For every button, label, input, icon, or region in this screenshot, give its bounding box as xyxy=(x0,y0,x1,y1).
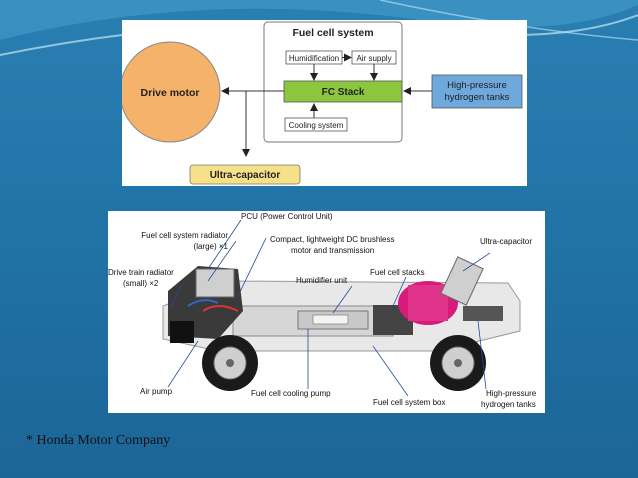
motor-label-1: Compact, lightweight DC brushless xyxy=(270,235,395,244)
cooling-system-box xyxy=(284,117,348,132)
cooling-system-label: Cooling system xyxy=(289,121,344,130)
air-supply-label: Air supply xyxy=(356,54,391,63)
ultra-capacitor-callout: Ultra-capacitor xyxy=(480,237,532,246)
fuel-cell-stacks-label: Fuel cell stacks xyxy=(370,268,425,277)
chassis-cutaway-illustration: PCU (Power Control Unit) Fuel cell syste… xyxy=(108,211,545,413)
hydrogen-tanks-label-1: High-pressure xyxy=(447,80,507,91)
radiator-small-label-1: Drive train radiator xyxy=(108,268,174,277)
pcu-label: PCU (Power Control Unit) xyxy=(241,212,333,221)
cooling-pump-label: Fuel cell cooling pump xyxy=(251,389,331,398)
fc-stack-label: FC Stack xyxy=(322,87,365,98)
front-wheel xyxy=(202,335,258,391)
humidification-label: Humidification xyxy=(289,54,339,63)
air-pump-label: Air pump xyxy=(140,387,173,396)
radiator-small-label-2: (small) ×2 xyxy=(123,279,159,288)
ultra-capacitor-label: Ultra-capacitor xyxy=(210,170,281,181)
radiator-large-label-2: (large) ×1 xyxy=(194,242,229,251)
fuel-cell-block-diagram: Drive motor Fuel cell system Humidificat… xyxy=(119,20,527,186)
system-box-label: Fuel cell system box xyxy=(373,398,445,407)
rear-wheel xyxy=(430,335,486,391)
hydrogen-tanks-label-2: hydrogen tanks xyxy=(445,92,510,103)
drive-motor-label: Drive motor xyxy=(141,87,200,99)
radiator-large-label-1: Fuel cell system radiator xyxy=(141,231,228,240)
callout-lines xyxy=(167,219,491,397)
fuel-cell-system-label: Fuel cell system xyxy=(292,27,373,39)
fuel-cell-stacks-illustration xyxy=(398,256,503,325)
humidifier-label: Humidifier unit xyxy=(296,276,348,285)
front-powertrain xyxy=(168,266,243,343)
motor-label-2: motor and transmission xyxy=(291,246,374,255)
source-footnote: * Honda Motor Company xyxy=(26,433,171,448)
tanks-callout-2: hydrogen tanks xyxy=(481,400,536,409)
tanks-callout-1: High-pressure xyxy=(486,389,537,398)
hydrogen-tanks-box xyxy=(431,74,523,109)
ultra-capacitor-box xyxy=(189,164,301,185)
